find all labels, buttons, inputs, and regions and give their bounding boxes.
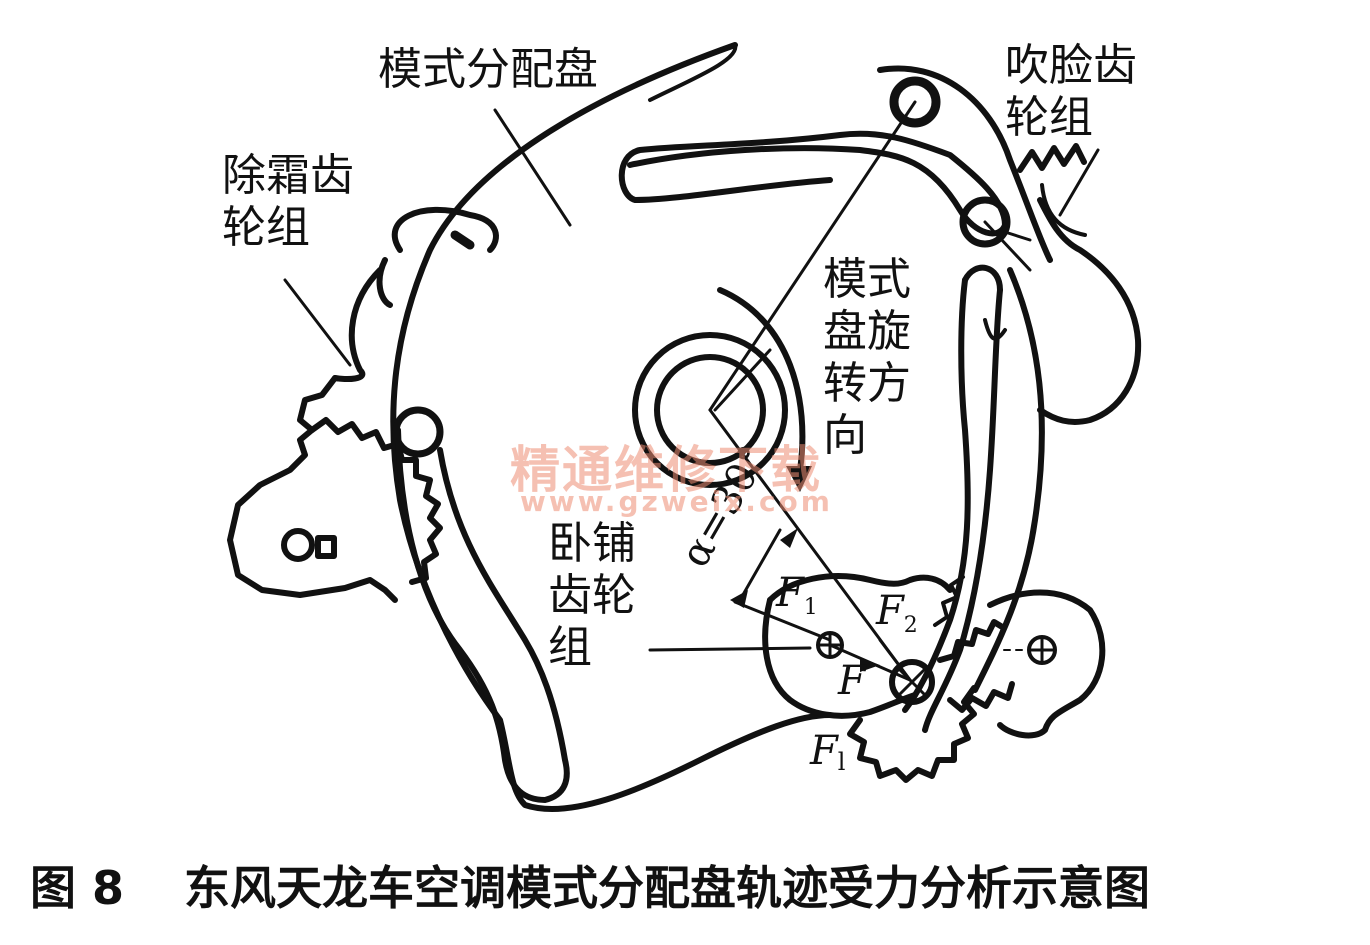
force-f2-label: F2 <box>876 588 918 638</box>
caption-text: 东风天龙车空调模式分配盘轨迹受力分析示意图 <box>184 861 1151 915</box>
force-f1-symbol: F <box>776 570 804 616</box>
right-slot <box>902 264 1045 733</box>
watermark-url: www.gzweix.com <box>520 485 833 518</box>
left-slot <box>392 406 570 803</box>
top-slot <box>618 130 1032 248</box>
figure-caption: 图 8 东风天龙车空调模式分配盘轨迹受力分析示意图 <box>30 852 1350 918</box>
top-pin <box>877 65 1053 263</box>
force-fl-label: Fl <box>810 728 845 776</box>
prone-gear-label: 卧铺 齿轮 组 <box>548 518 636 673</box>
force-f1-label: F1 <box>776 570 818 620</box>
prone-gear-group <box>762 573 953 719</box>
right-small-gear <box>987 589 1106 739</box>
mode-disc-outline <box>390 42 833 812</box>
force-fl-subscript: l <box>837 748 846 776</box>
force-f2-symbol: F <box>876 588 904 634</box>
rotation-direction-label: 模式 盘旋 转方 向 <box>823 254 911 461</box>
defrost-gear-label: 除霜齿 轮组 <box>222 150 354 253</box>
center-hub <box>632 332 788 488</box>
leader-lines <box>283 108 1100 367</box>
face-gear-label: 吹脸齿 轮组 <box>1005 40 1137 143</box>
force-lines <box>648 100 917 682</box>
bottom-gear-teeth <box>847 575 1015 783</box>
force-fl-symbol: F <box>810 728 838 774</box>
figure-number: 图 8 <box>30 861 125 915</box>
force-f-label: F <box>838 658 866 704</box>
rotation-arc <box>717 287 812 492</box>
watermark-chinese: 精通维修下载 <box>510 441 822 499</box>
mode-disc-label: 模式分配盘 <box>378 44 598 95</box>
face-gear-group <box>1017 143 1142 425</box>
force-f2-subscript: 2 <box>903 613 918 638</box>
defrost-gear-group <box>227 206 499 603</box>
force-f1-subscript: 1 <box>803 595 818 620</box>
